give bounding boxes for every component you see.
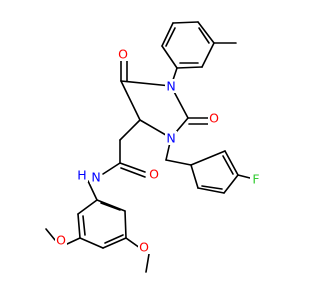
nitrogen-label: N [91, 170, 100, 185]
bond [165, 27, 176, 47]
bond [197, 187, 225, 194]
bond [100, 202, 121, 211]
bond [120, 167, 146, 178]
atom-label-background [76, 168, 88, 182]
bond [201, 185, 223, 190]
bond [201, 42, 215, 68]
bond [165, 159, 192, 166]
bond [119, 119, 141, 141]
hydrogen-label: H [77, 168, 86, 183]
oxygen-label: O [139, 240, 149, 255]
bond [161, 45, 178, 69]
atom-label-background [148, 167, 160, 181]
bond [102, 237, 127, 249]
bond [124, 210, 127, 239]
bond [125, 237, 141, 249]
bond [224, 150, 239, 176]
bond-lines [45, 21, 251, 273]
bond [237, 174, 251, 179]
bond [198, 27, 210, 44]
bond [77, 199, 98, 215]
molecule-structure: O O N H O O N O N F [45, 21, 262, 273]
bond [102, 162, 121, 175]
atom-label-background [117, 47, 129, 61]
atom-label-background [55, 233, 67, 247]
bond [120, 80, 141, 121]
bond [45, 228, 56, 241]
bond [82, 215, 86, 236]
atom-label-background [208, 111, 220, 125]
fluorine-label: F [252, 172, 259, 187]
bond [222, 155, 234, 175]
oxygen-label: O [149, 167, 159, 182]
atom-label-background [90, 170, 102, 184]
atom-label-background [165, 131, 177, 145]
bond [161, 22, 174, 47]
bond [145, 253, 150, 273]
bond [223, 174, 239, 194]
bond [104, 234, 124, 244]
bond [96, 199, 126, 212]
bond [190, 150, 226, 166]
bond [190, 164, 199, 189]
oxygen-label: O [209, 111, 219, 126]
oxygen-label: O [118, 47, 128, 62]
atom-label-background [165, 79, 177, 93]
bond [87, 180, 98, 201]
nitrogen-label: N [166, 79, 175, 94]
bond [66, 237, 81, 245]
bond [120, 80, 172, 87]
atom-label-background [138, 240, 150, 254]
bond [79, 237, 104, 249]
nitrogen-label: N [166, 131, 175, 146]
atom-labels: O O N H O O N O N F [55, 47, 262, 255]
bond [197, 21, 215, 44]
bond [172, 21, 199, 24]
oxygen-label: O [56, 233, 66, 248]
bond [119, 162, 146, 173]
atom-label-background [250, 172, 262, 186]
bond [176, 66, 203, 69]
bond [77, 213, 81, 239]
